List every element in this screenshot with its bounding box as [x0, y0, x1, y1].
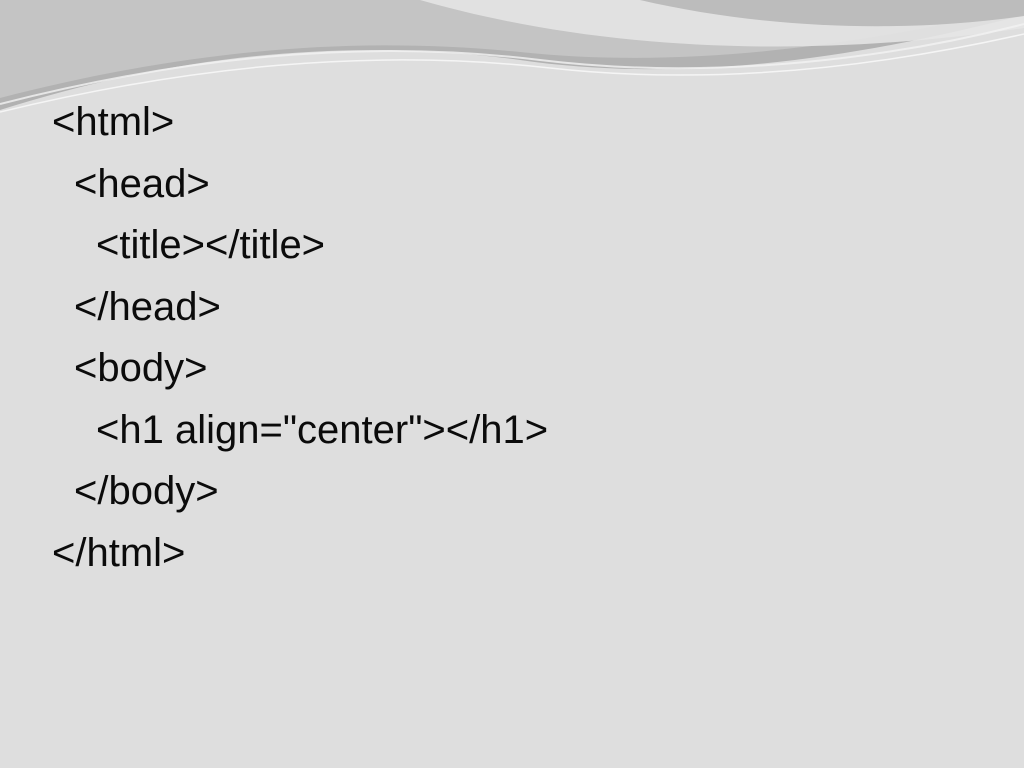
- code-line-body-open: <body>: [74, 346, 208, 390]
- code-line-h1: <h1 align="center"></h1>: [96, 407, 549, 452]
- code-line-head-open: <head>: [74, 161, 210, 206]
- code-line-body-close: </body>: [74, 469, 219, 513]
- code-line-html-open: <html>: [52, 100, 175, 144]
- html-code-listing: <html> <head> <title></title> </head> <b…: [52, 92, 548, 584]
- decorative-wave-banner: [0, 0, 1024, 113]
- code-line-head-close: </head>: [74, 284, 221, 329]
- code-line-html-close: </html>: [52, 530, 186, 575]
- code-line-title: <title></title>: [96, 223, 326, 267]
